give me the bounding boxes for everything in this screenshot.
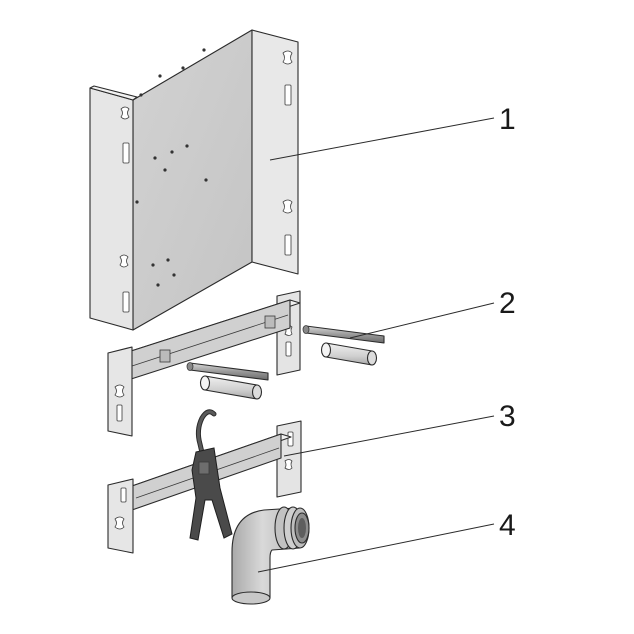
- panel-right-keyholes: [282, 50, 293, 256]
- callout-numbers: 1 2 3 4: [499, 103, 516, 542]
- elbow-bottom-opening: [231, 591, 271, 605]
- spacer-sleeve-right: [320, 342, 378, 366]
- callout-number-3: 3: [499, 400, 516, 433]
- threaded-bolt-right: [302, 325, 385, 344]
- panel-left-flange-top: [89, 85, 138, 101]
- leader-line-2: [349, 302, 495, 339]
- threaded-bolt-left: [186, 362, 269, 381]
- lower-rail-assembly: [107, 409, 302, 554]
- callout-number-2: 2: [499, 287, 516, 320]
- leader-line-3: [283, 415, 495, 457]
- panel-main-face: [132, 29, 253, 331]
- callout-leaders: [257, 117, 495, 573]
- mounting-panel: [89, 29, 299, 331]
- panel-left-keyholes: [119, 106, 130, 313]
- upper-rail-clip-left: [159, 349, 171, 363]
- lower-rail-left-plate: [107, 478, 134, 554]
- leader-line-1: [269, 117, 495, 161]
- spacer-sleeve-left: [199, 375, 263, 400]
- pipe-elbow: [231, 506, 310, 605]
- upper-rail-assembly: [107, 290, 385, 437]
- panel-mounting-holes: [135, 48, 208, 287]
- pipe-clamp: [189, 409, 233, 541]
- callout-number-1: 1: [499, 103, 516, 136]
- upper-rail-clip-right: [264, 315, 276, 329]
- callout-number-4: 4: [499, 509, 516, 542]
- leader-line-4: [257, 523, 495, 573]
- elbow-socket-rings: [274, 506, 310, 550]
